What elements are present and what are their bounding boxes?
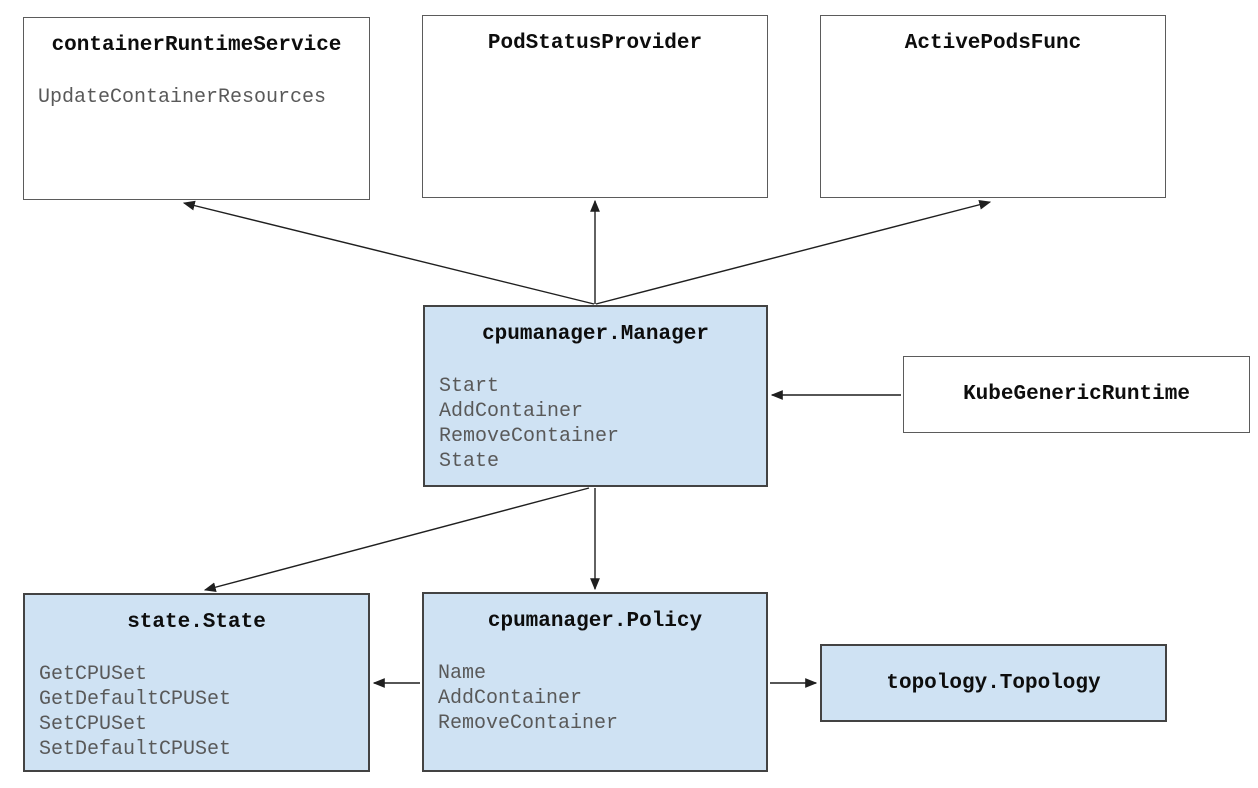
node-method-list: Start AddContainer RemoveContainer State xyxy=(425,374,766,474)
node-method: RemoveContainer xyxy=(439,425,620,448)
node-title: PodStatusProvider xyxy=(487,32,703,55)
node-state-state: state.State GetCPUSet GetDefaultCPUSet S… xyxy=(23,593,370,772)
node-topology-topology: topology.Topology xyxy=(820,644,1167,722)
node-method: AddContainer xyxy=(439,400,584,423)
edge-manager-to-container-runtime-service xyxy=(182,200,595,305)
node-method-list: UpdateContainerResources xyxy=(24,85,369,110)
node-container-runtime-service: containerRuntimeService UpdateContainerR… xyxy=(23,17,370,200)
node-title: state.State xyxy=(127,611,266,634)
node-method: UpdateContainerResources xyxy=(38,86,327,109)
edge-manager-to-state-state xyxy=(203,487,590,592)
node-method: GetCPUSet xyxy=(39,663,148,686)
node-method: GetDefaultCPUSet xyxy=(39,688,232,711)
node-pod-status-provider: PodStatusProvider xyxy=(422,15,768,198)
node-title: cpumanager.Policy xyxy=(487,610,703,633)
node-method-list: GetCPUSet GetDefaultCPUSet SetCPUSet Set… xyxy=(25,662,368,762)
node-method: State xyxy=(439,450,500,473)
node-cpumanager-manager: cpumanager.Manager Start AddContainer Re… xyxy=(423,305,768,487)
node-method: SetCPUSet xyxy=(39,713,148,736)
edge-manager-to-active-pods-func xyxy=(595,199,992,305)
node-cpumanager-policy: cpumanager.Policy Name AddContainer Remo… xyxy=(422,592,768,772)
node-title: cpumanager.Manager xyxy=(482,323,709,346)
node-title: topology.Topology xyxy=(886,671,1101,695)
node-method: Name xyxy=(438,662,487,685)
node-method: AddContainer xyxy=(438,687,583,710)
node-method: Start xyxy=(439,375,500,398)
node-title: ActivePodsFunc xyxy=(904,32,1082,55)
node-method: RemoveContainer xyxy=(438,712,619,735)
node-title: KubeGenericRuntime xyxy=(963,383,1190,406)
node-method-list: Name AddContainer RemoveContainer xyxy=(424,661,766,736)
node-title: containerRuntimeService xyxy=(51,34,342,57)
node-kube-generic-runtime: KubeGenericRuntime xyxy=(903,356,1250,433)
node-method: SetDefaultCPUSet xyxy=(39,738,232,761)
node-active-pods-func: ActivePodsFunc xyxy=(820,15,1166,198)
